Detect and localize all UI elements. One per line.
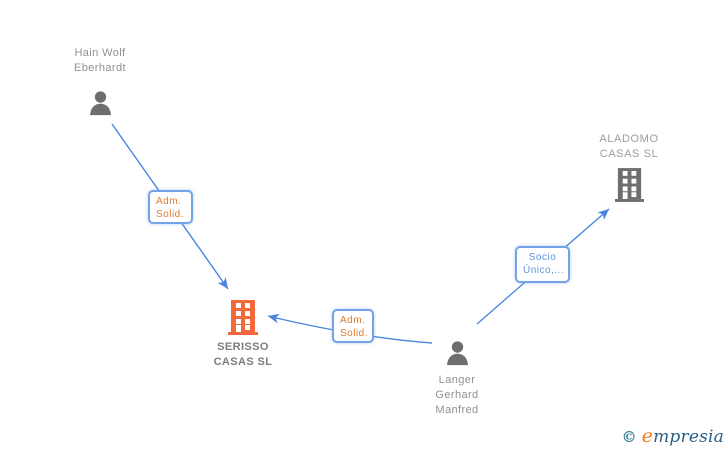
- person-icon: [446, 341, 468, 366]
- edge-label-adm-solid-2: Adm. Solid.: [332, 309, 374, 343]
- node-serisso-casas-sl[interactable]: SERISSO CASAS SL: [183, 300, 303, 370]
- node-label: SERISSO CASAS SL: [213, 341, 273, 368]
- building-icon: [228, 300, 258, 335]
- node-langer-gerhard-manfred[interactable]: Langer Gerhard Manfred: [397, 340, 517, 418]
- node-label: Hain Wolf Eberhardt: [74, 47, 126, 74]
- empresia-brand-text: empresia: [641, 425, 724, 447]
- person-icon: [89, 91, 111, 116]
- building-icon: [614, 168, 644, 202]
- empresia-logo: © empresia: [622, 425, 724, 447]
- node-label: Langer Gerhard Manfred: [435, 374, 479, 416]
- edge-label-adm-solid-1: Adm. Solid.: [148, 190, 193, 224]
- node-aladomo-casas-sl[interactable]: ALADOMO CASAS SL: [569, 132, 689, 202]
- node-label: ALADOMO CASAS SL: [599, 133, 659, 160]
- node-hain-wolf-eberhardt[interactable]: Hain Wolf Eberhardt: [40, 46, 160, 117]
- copyright-icon: ©: [621, 428, 637, 446]
- edge-label-socio-unico: Socio Único,...: [515, 246, 570, 283]
